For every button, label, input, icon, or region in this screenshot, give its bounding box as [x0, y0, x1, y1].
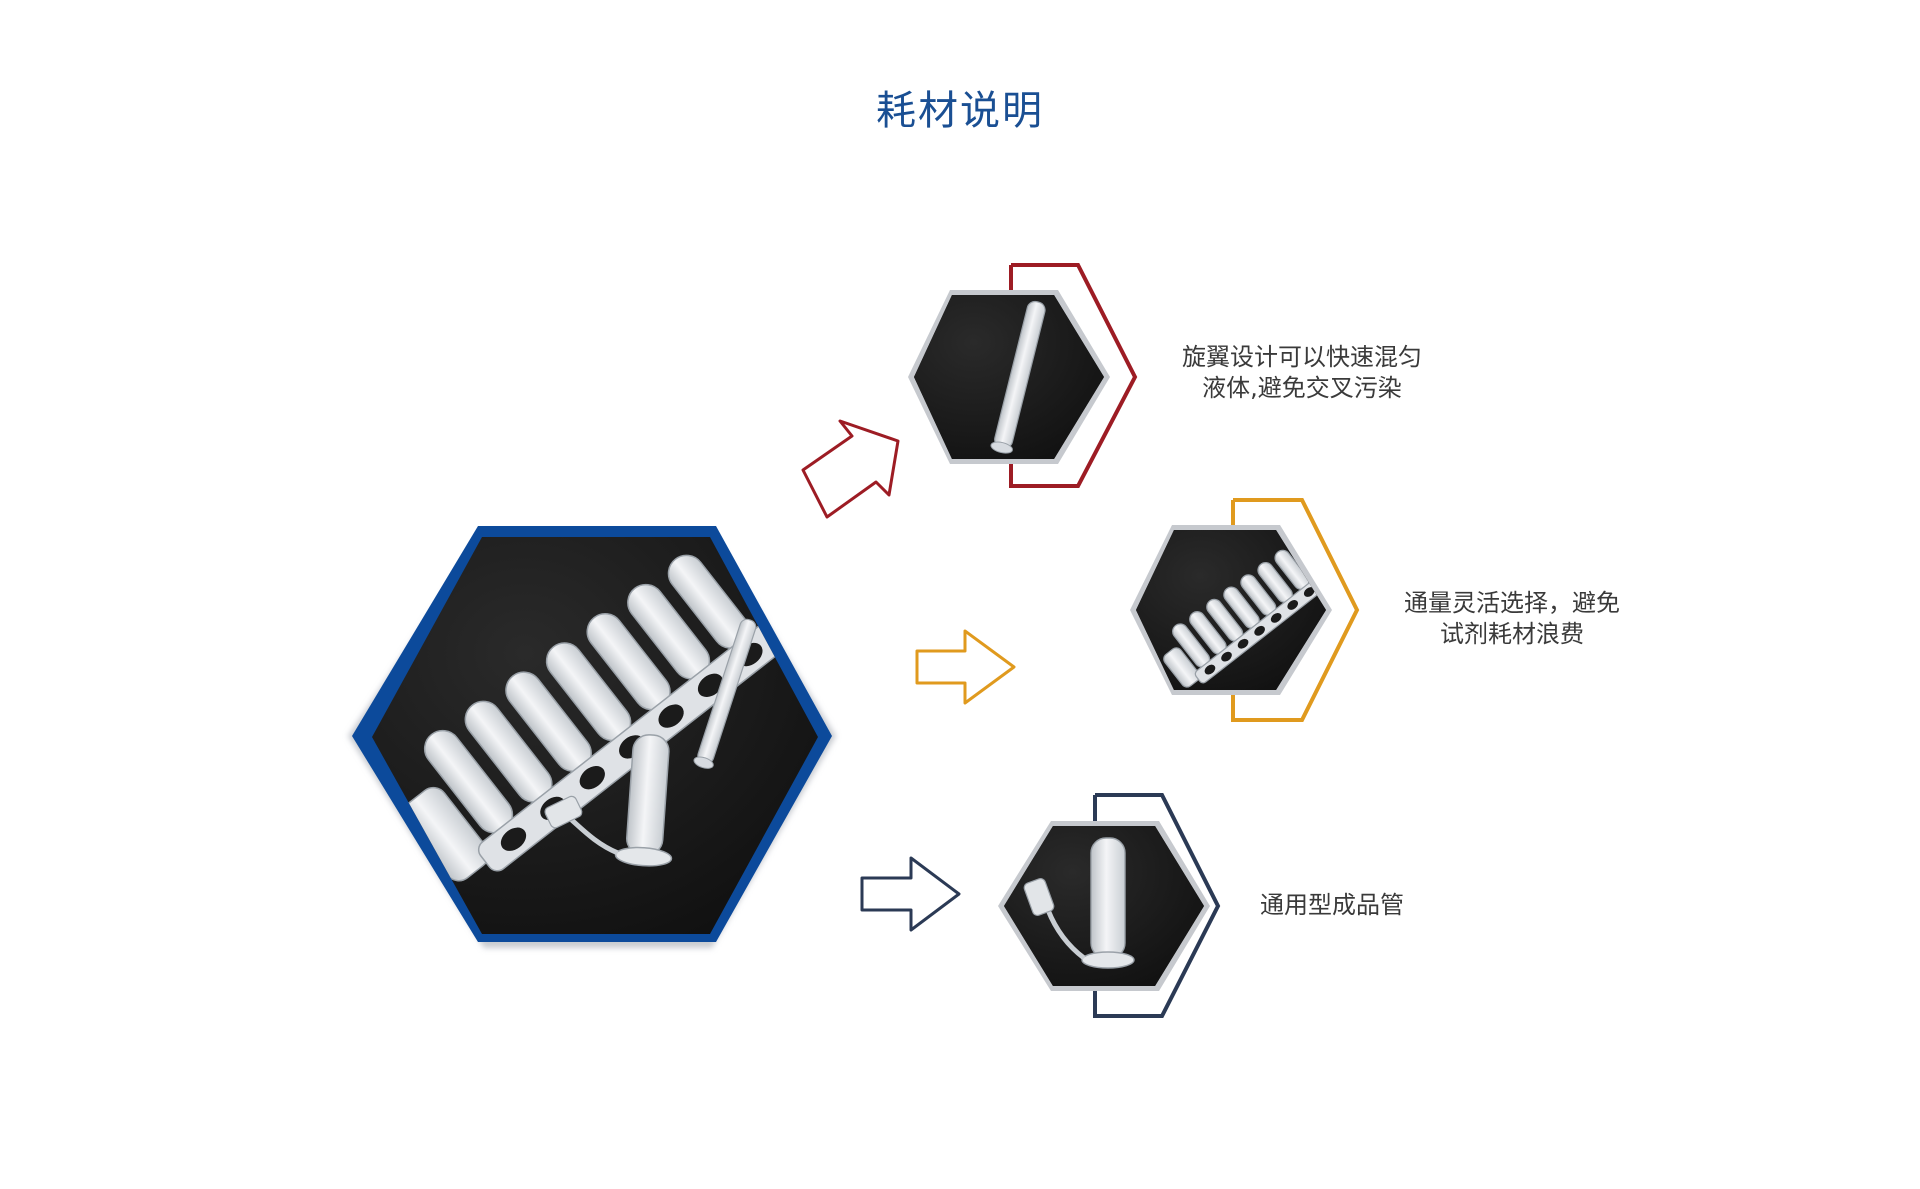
- spin-tube-photo-icon: [914, 295, 1104, 459]
- page-title: 耗材说明: [876, 88, 1044, 134]
- consumables-photo-icon: [372, 537, 818, 934]
- microtube-hexagon: [998, 793, 1221, 1018]
- caption-strip: 通量灵活选择，避免 试剂耗材浪费: [1362, 588, 1662, 650]
- caption-strip-line-1: 通量灵活选择，避免: [1404, 589, 1620, 617]
- caption-tube-line-1: 通用型成品管: [1260, 891, 1404, 919]
- caption-strip-line-2: 试剂耗材浪费: [1440, 620, 1584, 648]
- main-hexagon: [348, 526, 836, 948]
- tube-strip-hexagon: [1130, 498, 1360, 722]
- tube-bracket: [1093, 793, 1221, 1018]
- caption-spin-line-1: 旋翼设计可以快速混匀: [1182, 343, 1422, 371]
- arrow-tube: [860, 856, 961, 932]
- strip-bracket: [1231, 498, 1360, 722]
- microtube-photo-icon: [1004, 826, 1204, 986]
- caption-spin-line-2: 液体,避免交叉污染: [1202, 374, 1402, 402]
- spin-bracket: [1009, 263, 1138, 488]
- caption-spin: 旋翼设计可以快速混匀 液体,避免交叉污染: [1152, 342, 1452, 404]
- arrow-strip: [915, 629, 1016, 705]
- spin-tube-hexagon: [908, 263, 1138, 488]
- arrow-spin: [801, 419, 900, 519]
- caption-tube: 通用型成品管: [1232, 890, 1432, 921]
